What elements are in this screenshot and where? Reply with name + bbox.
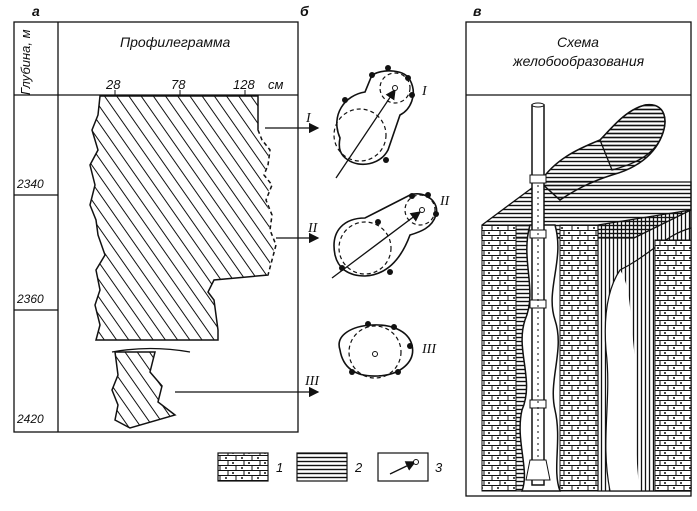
scale-tick-78: 78	[171, 77, 186, 92]
cross-section-2	[331, 192, 439, 279]
legend-label-2: 2	[355, 460, 363, 475]
panel-letter-b: б	[300, 3, 309, 19]
drill-pipe	[525, 102, 551, 486]
depth-axis-label: Глубина, м	[18, 29, 33, 95]
depth-2340: 2340	[17, 177, 44, 191]
section-label-1: I	[422, 84, 427, 99]
cross-section-1	[333, 65, 415, 179]
scale-tick-28: 28	[106, 77, 121, 92]
legend-swatch-2	[296, 452, 348, 482]
section-label-2: II	[440, 194, 450, 209]
legend	[217, 452, 429, 482]
legend-swatch-1	[217, 452, 269, 482]
borehole-profile	[89, 95, 278, 429]
legend-label-1: 1	[276, 460, 284, 475]
profilogram-panel	[13, 21, 299, 433]
cross-section-3	[338, 321, 414, 379]
legend-label-3: 3	[435, 460, 443, 475]
scale-unit: см	[268, 77, 284, 92]
scheme-title-line1: Схема	[557, 34, 599, 50]
legend-swatch-3	[377, 452, 429, 482]
section-label-1-profile: I	[306, 111, 311, 126]
profilogram-title: Профилеграмма	[120, 34, 231, 50]
section-label-2-profile: II	[308, 221, 318, 236]
depth-2360: 2360	[17, 292, 44, 306]
depth-2420: 2420	[17, 412, 44, 426]
panel-letter-c: в	[473, 3, 482, 19]
scheme-title-line2: желобообразования	[513, 53, 645, 69]
section-arrows	[175, 122, 320, 398]
section-label-3-profile: III	[305, 374, 319, 389]
panel-letter-a: а	[32, 3, 40, 19]
section-label-3: III	[422, 342, 436, 357]
scale-tick-128: 128	[233, 77, 255, 92]
rock-block	[481, 104, 692, 492]
